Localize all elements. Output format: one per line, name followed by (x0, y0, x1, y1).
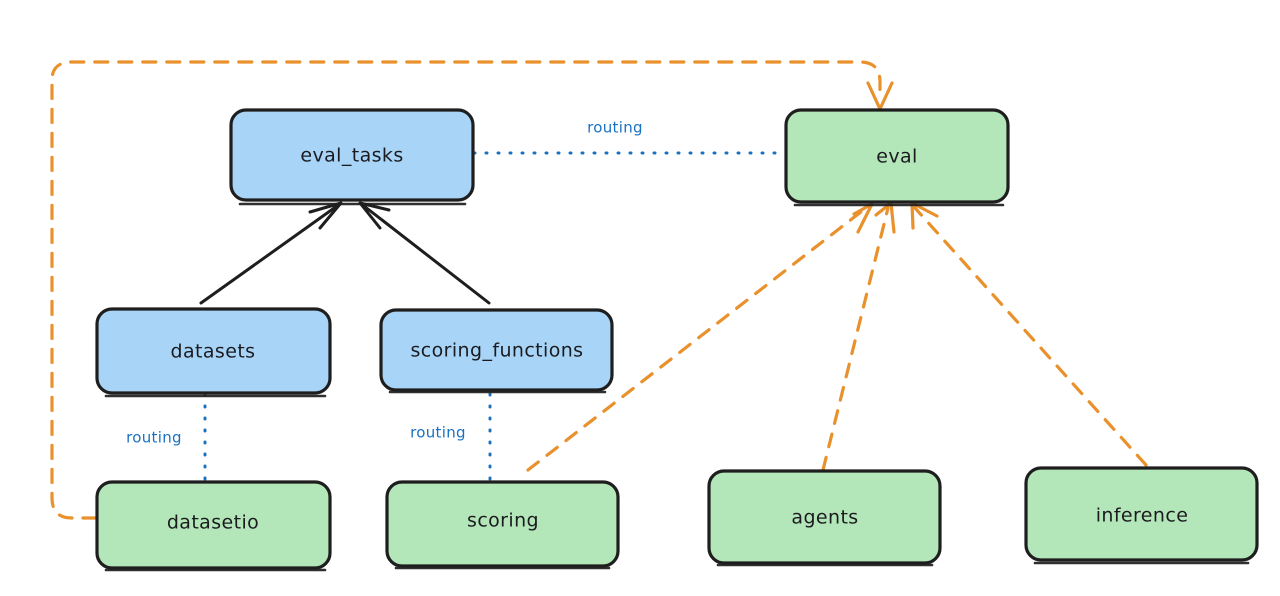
node-eval[interactable]: eval (784, 108, 1010, 207)
node-datasets[interactable]: datasets (95, 307, 332, 398)
edge-agents-to-eval (821, 201, 896, 472)
node-agents-shape[interactable] (707, 469, 942, 565)
node-eval-tasks[interactable]: eval_tasks (229, 108, 475, 206)
node-datasets-shape[interactable] (95, 307, 332, 395)
node-datasetio-label: datasetio (167, 512, 259, 534)
edge-scoring-functions-to-eval-tasks (358, 201, 491, 305)
node-datasets-label: datasets (171, 341, 256, 363)
node-eval-tasks-label: eval_tasks (300, 145, 403, 167)
edge-eval-tasks-to-eval: routing (472, 119, 788, 155)
node-agents[interactable]: agents (707, 469, 942, 567)
node-inference-label: inference (1096, 505, 1189, 527)
node-eval-tasks-shape[interactable] (229, 108, 475, 202)
node-datasetio[interactable]: datasetio (95, 480, 332, 572)
node-inference[interactable]: inference (1024, 466, 1259, 565)
node-inference-shape[interactable] (1024, 466, 1259, 562)
arrowhead-scoring-eval (852, 202, 874, 234)
node-scoring-functions-label: scoring_functions (411, 340, 584, 362)
node-agents-label: agents (791, 507, 858, 529)
edge-label-routing-scoring: routing (410, 424, 466, 442)
arrowhead-inference-eval (910, 201, 939, 230)
node-eval-label: eval (876, 146, 917, 168)
edge-label-routing-datasetio: routing (126, 429, 182, 447)
node-scoring-label: scoring (467, 510, 539, 532)
node-datasetio-shape[interactable] (95, 480, 332, 570)
arrowhead-agents-eval (874, 201, 896, 234)
node-eval-shape[interactable] (784, 108, 1010, 204)
edge-datasets-to-eval-tasks (199, 201, 343, 305)
edge-datasets-to-datasetio: routing (126, 392, 207, 484)
edge-inference-to-eval (910, 201, 1148, 467)
node-scoring-functions[interactable]: scoring_functions (379, 308, 614, 394)
node-scoring-shape[interactable] (385, 480, 620, 568)
node-scoring[interactable]: scoring (385, 480, 620, 570)
edge-label-routing-eval: routing (587, 119, 643, 137)
edge-scoring-functions-to-scoring: routing (410, 392, 492, 484)
node-scoring-functions-shape[interactable] (379, 308, 614, 392)
